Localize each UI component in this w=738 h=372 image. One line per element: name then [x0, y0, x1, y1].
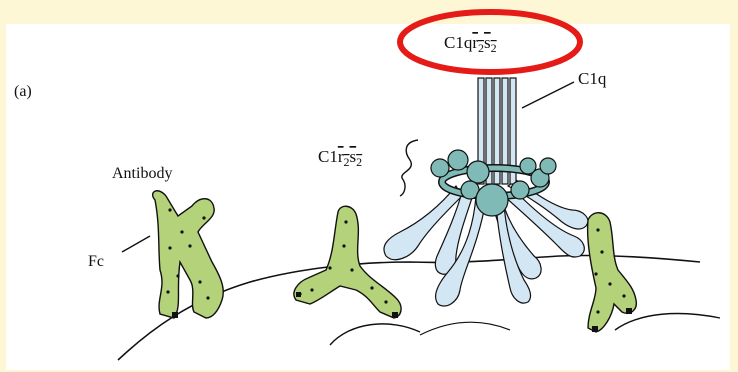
fc-label: Fc	[88, 253, 104, 270]
c1rs-label: C1r2s2	[318, 147, 362, 169]
highlighted-prefix: C1q	[444, 33, 473, 52]
figure-panel	[6, 24, 730, 370]
c1rs-s: s	[350, 147, 357, 166]
antibody-right-antigen	[592, 326, 598, 332]
highlighted-s-sub: 2	[491, 41, 497, 55]
c1rs-s-sub: 2	[356, 155, 362, 169]
antibody-right-antigen-2	[626, 308, 632, 314]
panel-label: (a)	[14, 83, 32, 100]
c1rs-prefix: C1	[318, 147, 338, 166]
c1q-label: C1q	[578, 69, 607, 88]
antibody-label: Antibody	[112, 165, 172, 182]
highlighted-s: s	[484, 33, 491, 52]
highlighted-label: C1qr2s2	[444, 33, 497, 55]
antibody-left-antigen	[172, 312, 178, 318]
antibody-middle-antigen	[392, 312, 398, 318]
antibody-middle-antigen-2	[296, 292, 301, 297]
